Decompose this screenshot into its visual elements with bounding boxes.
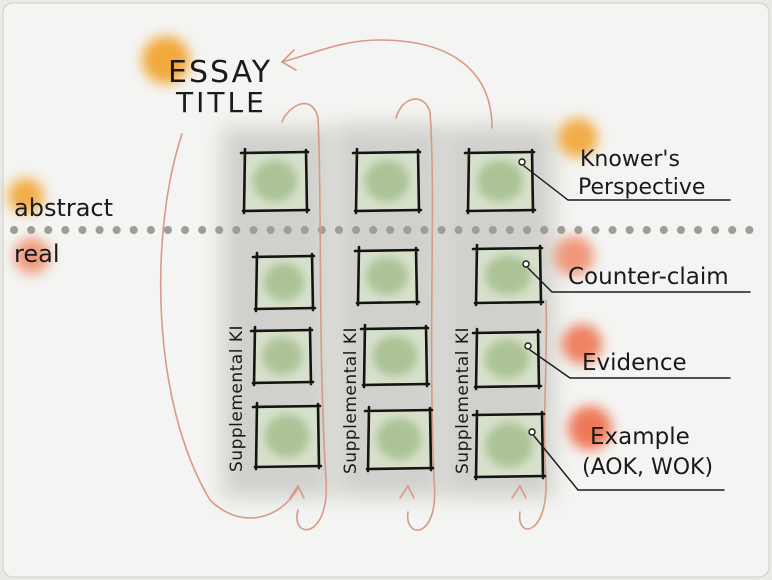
loop-arrowhead-1: [289, 484, 305, 499]
essay-title-line1: ESSAY: [168, 55, 272, 90]
box-outline: [351, 147, 423, 215]
box-wash: [372, 335, 418, 377]
column-label-1: Supplemental KI: [227, 325, 247, 472]
box-c2-r2: [353, 245, 421, 307]
annotation-leaders: [518, 158, 751, 491]
real-blob: [14, 238, 50, 274]
box-c1-r1: [239, 147, 311, 215]
box-grid: [239, 147, 547, 481]
example-leader: [533, 435, 725, 491]
box-wash: [484, 339, 530, 379]
box-c2-r1: [351, 147, 423, 215]
box-outline: [251, 401, 323, 471]
counter-claim-node: [522, 260, 530, 268]
loop-arrowhead-3: [511, 484, 527, 499]
zone-abstract-label: abstract: [14, 194, 113, 222]
evidence-label: Evidence: [582, 350, 687, 376]
box-c3-r1: [463, 147, 537, 215]
zone-real-label: real: [14, 240, 59, 268]
abstract-blob: [8, 178, 44, 214]
example-node: [528, 428, 536, 436]
box-outline: [251, 251, 317, 313]
box-wash: [376, 418, 422, 460]
box-outline: [239, 147, 311, 215]
evidence-leader: [529, 349, 731, 379]
box-c2-r4: [363, 405, 435, 473]
knower-blob: [558, 118, 598, 158]
box-wash: [484, 255, 532, 295]
box-c3-r3: [471, 327, 543, 391]
evidence-node: [524, 342, 532, 350]
color-blobs: [8, 36, 612, 450]
box-outline: [471, 327, 543, 391]
box-outline: [463, 147, 537, 215]
box-c2-r3: [359, 323, 431, 389]
counter-claim-leader: [527, 267, 751, 293]
evidence-blob: [562, 324, 602, 364]
box-wash: [264, 414, 310, 458]
counter-claim-blob: [554, 236, 594, 276]
loop-arrow-2: [395, 98, 436, 531]
knower-leader: [523, 165, 731, 201]
box-c1-r2: [251, 251, 317, 313]
knower-node: [518, 158, 526, 166]
box-wash: [252, 160, 298, 202]
box-wash: [364, 160, 410, 202]
box-wash: [366, 257, 408, 295]
knower-label-line2: Perspective: [578, 175, 705, 200]
box-wash: [263, 263, 305, 301]
loop-arrow-3: [518, 299, 548, 530]
box-c1-r3: [249, 325, 315, 387]
column-label-2: Supplemental KI: [341, 327, 361, 474]
box-outline: [249, 325, 315, 387]
loop-arrowhead-2: [399, 484, 415, 499]
box-wash: [261, 337, 303, 375]
flow-arrows: [159, 39, 548, 531]
title-feedback-arrow: [281, 39, 493, 129]
box-c1-r4: [251, 401, 323, 471]
example-label-line2: (AOK, WOK): [582, 455, 713, 480]
box-outline: [353, 245, 421, 307]
box-outline: [363, 405, 435, 473]
column-labels: Supplemental KI Supplemental KI Suppleme…: [227, 325, 473, 474]
knower-label-line1: Knower's: [580, 147, 680, 172]
box-c3-r2: [471, 243, 545, 307]
counter-claim-label: Counter-claim: [568, 264, 729, 290]
title-descent-line: [159, 133, 299, 519]
essay-title-line2: TITLE: [175, 86, 267, 119]
box-outline: [471, 409, 547, 481]
box-outline: [359, 323, 431, 389]
loop-arrow-1: [281, 102, 327, 531]
example-label-line1: Example: [590, 424, 690, 450]
box-wash: [476, 160, 524, 202]
title-blob: [142, 36, 190, 84]
box-c3-r4: [471, 409, 547, 481]
example-blob: [568, 406, 612, 450]
title-arrowhead: [280, 49, 297, 71]
box-wash: [485, 422, 533, 468]
column-label-3: Supplemental KI: [453, 327, 473, 474]
box-outline: [471, 243, 545, 307]
